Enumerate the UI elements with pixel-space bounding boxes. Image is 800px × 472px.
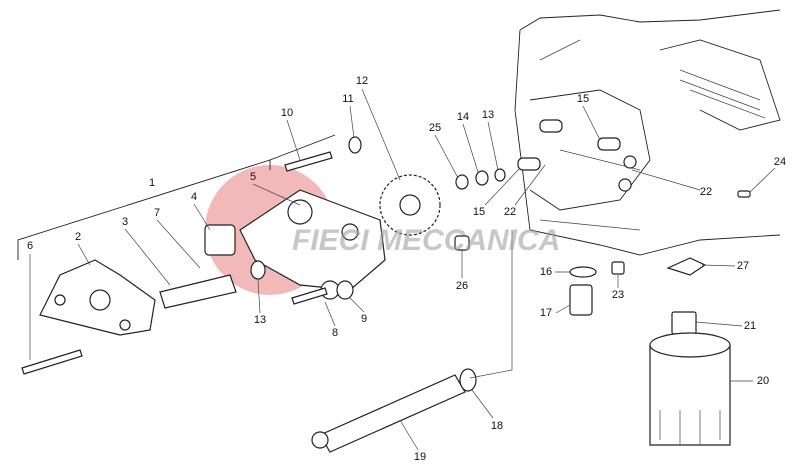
callout-6: 6 [26,240,34,252]
callout-15: 15 [576,93,590,105]
callout-17: 17 [539,307,553,319]
callout-9: 9 [360,313,368,325]
callout-10: 10 [280,107,294,119]
callout-2: 2 [74,231,82,243]
callout-22: 22 [503,206,517,218]
callout-21: 21 [743,320,757,332]
callout-24: 24 [773,156,787,168]
callout-27: 27 [736,260,750,272]
callout-15: 15 [472,206,486,218]
callout-8: 8 [331,327,339,339]
callout-7: 7 [153,207,161,219]
callout-4: 4 [190,191,198,203]
callout-16: 16 [539,266,553,278]
watermark-logo: FIECI MECCANICA [292,224,561,257]
callout-23: 23 [611,289,625,301]
crankcase [514,9,781,256]
callout-3: 3 [121,216,129,228]
callout-22: 22 [699,186,713,198]
callout-25: 25 [428,122,442,134]
callout-18: 18 [490,420,504,432]
callout-20: 20 [756,375,770,387]
callout-13: 13 [253,314,267,326]
callout-11: 11 [342,93,354,105]
callout-14: 14 [456,111,470,123]
callout-13: 13 [481,109,495,121]
callout-19: 19 [413,451,427,463]
callout-12: 12 [355,75,369,87]
callout-5: 5 [249,171,257,183]
callout-26: 26 [455,280,469,292]
callout-1: 1 [148,177,156,189]
